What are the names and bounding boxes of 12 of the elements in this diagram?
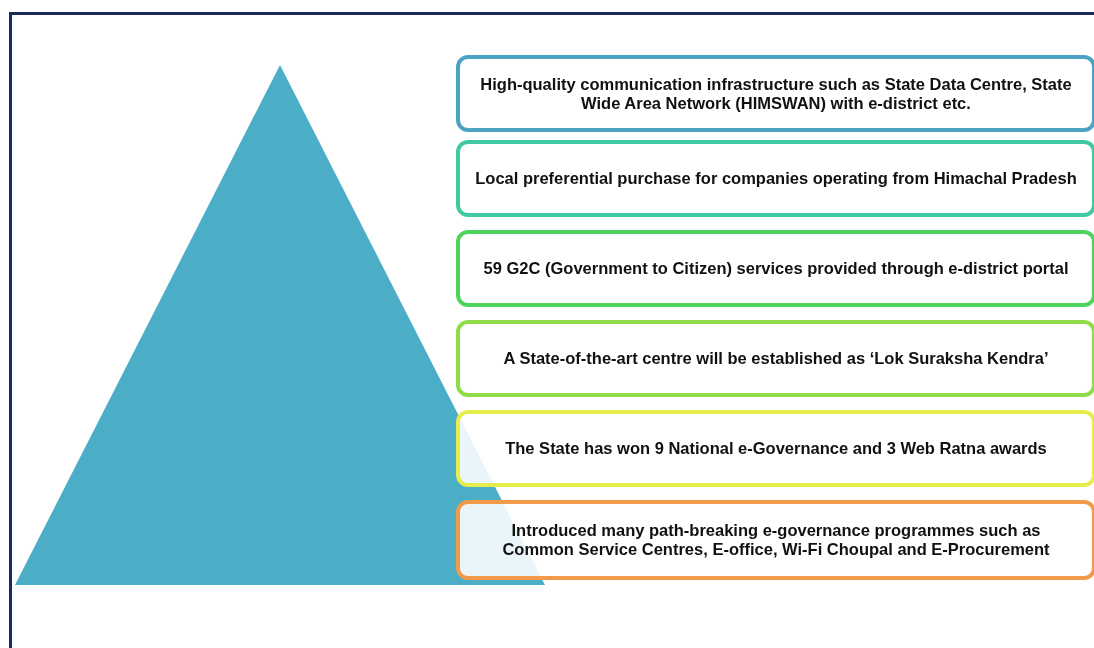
text-box [456,410,1094,487]
text-box [456,230,1094,307]
text-box [456,320,1094,397]
text-box [456,140,1094,217]
text-box [456,55,1094,132]
box-text: 59 G2C (Government to Citizen) services provided through e-district portal [483,259,1069,278]
text-box [456,500,1094,580]
box-text: High-quality communication infrastructure such as State Data Centre, State Wide Area Network (HIMSWAN) with e-district etc. [479,74,1073,113]
box-text: Introduced many path-breaking e-governance programmes such as Common Service Centres, E-office, Wi-Fi Choupal and E-Procurement [501,521,1051,559]
box-text: Local preferential purchase for companies operating from Himachal Pradesh [475,169,1077,188]
box-text: The State has won 9 National e-Governance and 3 Web Ratna awards [505,439,1047,458]
box-text: A State-of-the-art centre will be established as ‘Lok Suraksha Kendra’ [503,349,1049,368]
